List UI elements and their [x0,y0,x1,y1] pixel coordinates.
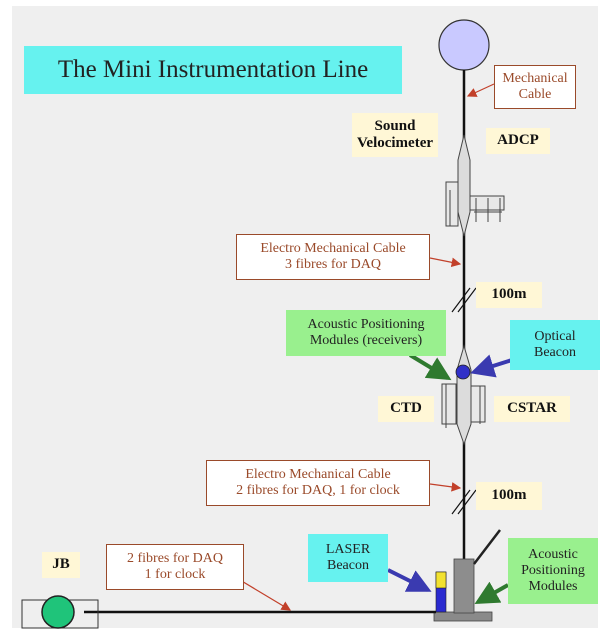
label-cstar: CSTAR [494,396,570,422]
label-em-cable-bottom: Electro Mechanical Cable 2 fibres for DA… [206,460,430,506]
anchor-tower [453,558,475,614]
label-adcp: ADCP [486,128,550,154]
label-em-cable-top: Electro Mechanical Cable 3 fibres for DA… [236,234,430,280]
laser-unit-top [435,571,447,589]
label-optical-beacon: Optical Beacon [510,320,600,370]
label-distance-top: 100m [476,282,542,308]
pointer-apm-bottom [474,581,509,604]
optical-beacon-marker [455,364,471,380]
pointer-optical-beacon [470,354,513,378]
label-distance-bottom: 100m [476,482,542,510]
pointer-laser-beacon [387,568,432,592]
anchor-strut [473,529,501,565]
label-fibres-jb: 2 fibres for DAQ 1 for clock [106,544,244,590]
pointer-em-cable-bottom [429,482,462,492]
label-sound-velocimeter: Sound Velocimeter [352,113,438,157]
pointer-fibres-jb [239,579,292,611]
label-apm-bottom: Acoustic Positioning Modules [508,538,598,604]
pointer-em-cable-top [429,257,462,268]
label-mechanical-cable: Mechanical Cable [494,65,576,109]
pointer-apm-receivers [408,353,452,381]
cable-break-top [451,287,477,313]
diagram-title: The Mini Instrumentation Line [24,46,402,94]
pointer-mechanical-cable [466,83,495,97]
junction-box [41,595,75,629]
middle-instrument-frame [441,344,486,446]
label-laser-beacon: LASER Beacon [308,534,388,582]
label-ctd: CTD [378,396,434,422]
upper-instrument-frame [445,134,505,237]
label-apm-receivers: Acoustic Positioning Modules (receivers) [286,310,446,356]
buoy [438,19,490,71]
label-jb: JB [42,552,80,578]
cable-break-bottom [451,489,477,515]
